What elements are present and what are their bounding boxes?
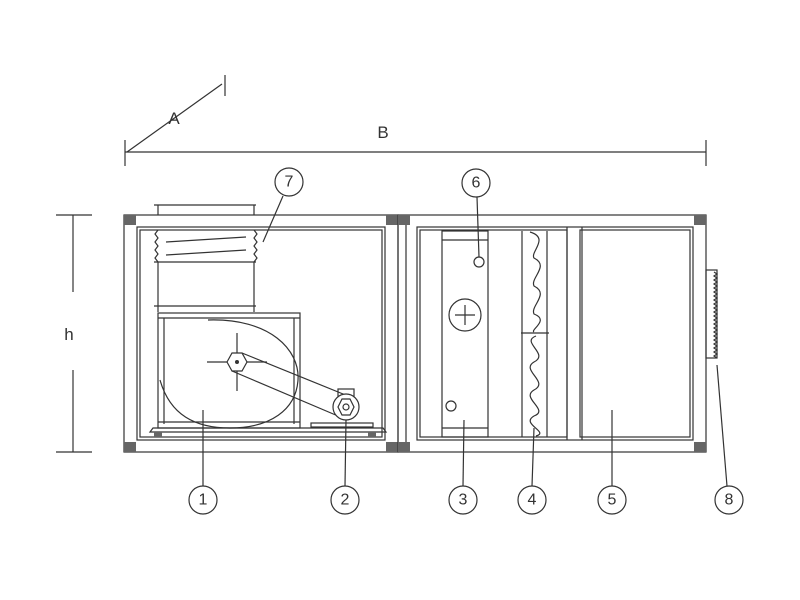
callout-6: 6 <box>461 168 491 198</box>
callout-4: 4 <box>517 485 547 515</box>
dimension-h-label: h <box>64 325 73 344</box>
flexible-connector <box>154 229 258 263</box>
dimension-h: h <box>56 214 92 453</box>
coil <box>441 230 489 438</box>
drain-port <box>473 256 485 268</box>
fan-section <box>123 204 399 453</box>
callout-1: 1 <box>188 485 218 515</box>
callout-5: 5 <box>597 485 627 515</box>
coil-section <box>397 214 719 453</box>
callout-2: 2 <box>330 485 360 515</box>
svg-text:8: 8 <box>725 492 734 509</box>
svg-text:4: 4 <box>528 492 537 509</box>
svg-text:5: 5 <box>608 492 617 509</box>
filter <box>705 269 719 359</box>
eliminator <box>521 231 549 437</box>
dimension-a: A <box>126 75 226 153</box>
callout-8: 8 <box>714 485 744 515</box>
svg-text:7: 7 <box>285 174 294 191</box>
svg-text:3: 3 <box>459 492 468 509</box>
fan <box>157 312 301 429</box>
svg-text:6: 6 <box>472 175 481 192</box>
dimension-b: B <box>124 123 707 166</box>
dimension-b-label: B <box>377 123 388 142</box>
dimension-a-label: A <box>168 109 180 128</box>
callout-7: 7 <box>274 167 304 197</box>
svg-text:1: 1 <box>199 492 208 509</box>
callout-3: 3 <box>448 485 478 515</box>
svg-text:2: 2 <box>341 492 350 509</box>
